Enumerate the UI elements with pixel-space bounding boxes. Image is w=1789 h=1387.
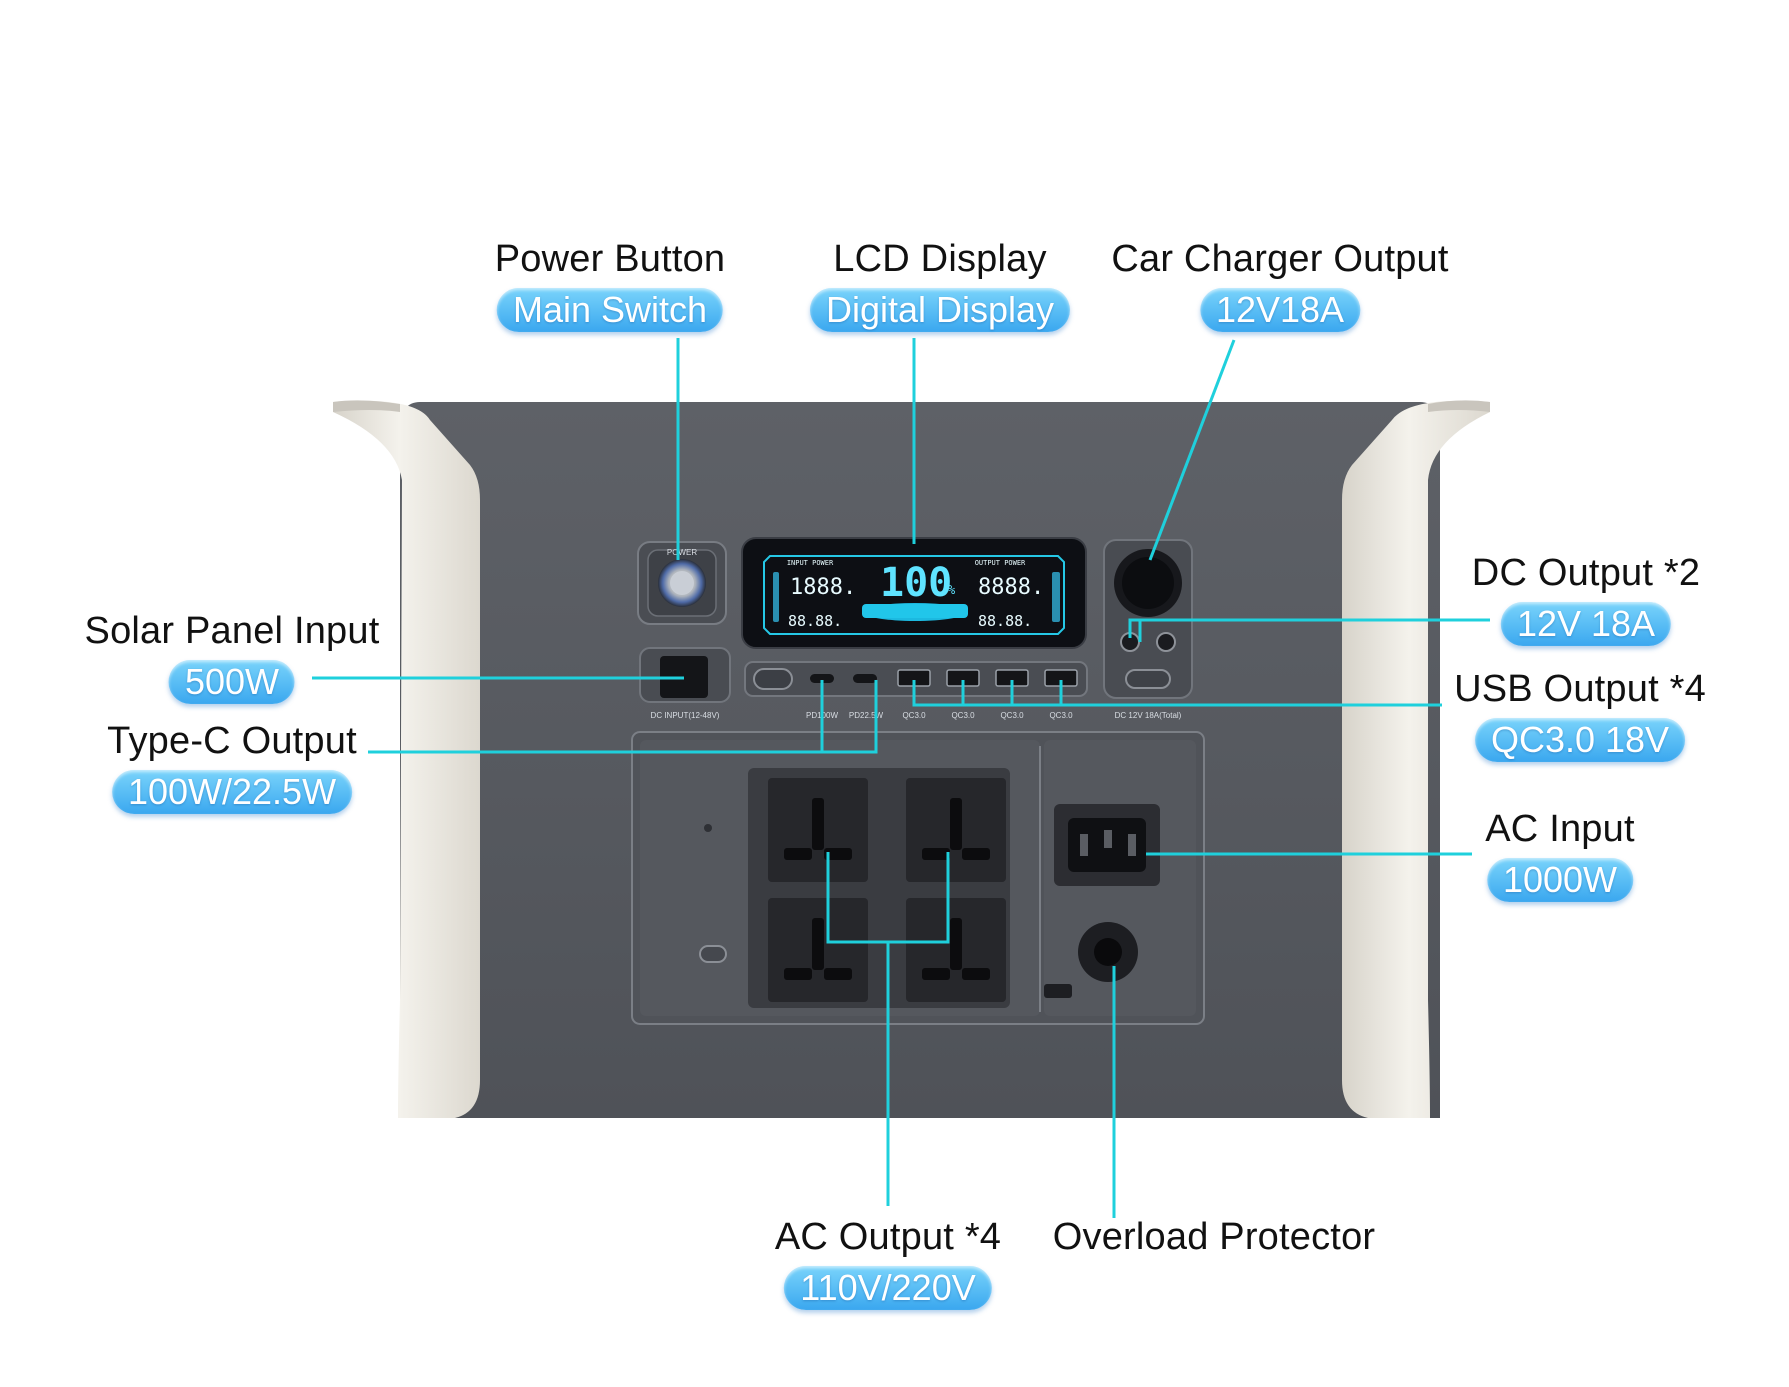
callout-usb-output: USB Output *4 QC3.0 18V bbox=[1454, 666, 1706, 762]
callout-solar-input: Solar Panel Input 500W bbox=[85, 608, 380, 704]
solar-input-spec: 500W bbox=[168, 660, 296, 704]
callout-ac-input: AC Input 1000W bbox=[1485, 806, 1635, 902]
ac-input-title: AC Input bbox=[1485, 808, 1635, 850]
leader-dc-output-2 bbox=[1128, 618, 1140, 638]
leader-usb bbox=[912, 680, 1442, 707]
callout-lcd-display: LCD Display Digital Display bbox=[809, 236, 1071, 332]
lcd-output-label: OUTPUT POWER bbox=[975, 559, 1026, 567]
type-c-port-2 bbox=[853, 674, 877, 683]
callout-ac-output: AC Output *4 110V/220V bbox=[775, 1214, 1001, 1310]
solar-input-title: Solar Panel Input bbox=[84, 610, 380, 652]
qc-label-1: QC3.0 bbox=[902, 711, 926, 720]
callout-car-charger: Car Charger Output 12V18A bbox=[1111, 236, 1448, 332]
type-c-port-1 bbox=[810, 674, 834, 683]
lcd-display-title: LCD Display bbox=[833, 238, 1047, 280]
leader-type-c bbox=[368, 680, 878, 754]
ac-input-spec: 1000W bbox=[1486, 858, 1634, 902]
dc-output-spec: 12V 18A bbox=[1500, 602, 1672, 646]
ac-output-title: AC Output *4 bbox=[774, 1216, 1002, 1258]
leader-ac-output bbox=[826, 852, 890, 1206]
leader-lines bbox=[312, 338, 1490, 1218]
qc-label-4: QC3.0 bbox=[1049, 711, 1073, 720]
lcd-screen: INPUT POWER OUTPUT POWER 1888. 8888. 100… bbox=[741, 537, 1087, 649]
overload-title: Overload Protector bbox=[1052, 1216, 1376, 1258]
car-charger-title: Car Charger Output bbox=[1111, 238, 1449, 280]
lcd-percent-sign: % bbox=[948, 583, 956, 597]
ac-input-port bbox=[1054, 804, 1160, 886]
dc-output-title: DC Output *2 bbox=[1471, 552, 1701, 594]
car-charger-spec: 12V18A bbox=[1199, 288, 1361, 332]
right-handle bbox=[1342, 400, 1490, 1118]
power-button-spec: Main Switch bbox=[496, 288, 724, 332]
ac-output-spec: 110V/220V bbox=[784, 1266, 992, 1310]
power-button-title: Power Button bbox=[494, 238, 726, 280]
overload-protector bbox=[1044, 922, 1138, 998]
lcd-input-watts: 1888. bbox=[790, 575, 856, 600]
leader-car-charger bbox=[1148, 339, 1236, 561]
callout-power-button: Power Button Main Switch bbox=[495, 236, 726, 332]
callout-type-c: Type-C Output 100W/22.5W bbox=[107, 718, 357, 814]
type-c-title: Type-C Output bbox=[107, 720, 357, 762]
qc-label-3: QC3.0 bbox=[1000, 711, 1024, 720]
usb-output-spec: QC3.0 18V bbox=[1474, 718, 1686, 762]
lcd-input-time: 88.88. bbox=[788, 612, 842, 630]
callout-overload: Overload Protector bbox=[1053, 1214, 1376, 1260]
lcd-battery-percent: 100 bbox=[880, 560, 952, 606]
lcd-output-time: 88.88. bbox=[978, 612, 1032, 630]
lcd-display-spec: Digital Display bbox=[809, 288, 1071, 332]
lcd-input-label: INPUT POWER bbox=[787, 559, 834, 567]
power-button[interactable]: POWER bbox=[637, 541, 727, 625]
dc-input-label: DC INPUT(12-48V) bbox=[651, 711, 720, 720]
solar-input-port: DC INPUT(12-48V) bbox=[639, 647, 731, 720]
left-handle bbox=[333, 400, 480, 1118]
dc-out-label: DC 12V 18A(Total) bbox=[1115, 711, 1182, 720]
power-label: POWER bbox=[667, 548, 697, 557]
type-c-spec: 100W/22.5W bbox=[111, 770, 353, 814]
pd22-label: PD22.5W bbox=[849, 711, 884, 720]
callout-dc-output: DC Output *2 12V 18A bbox=[1472, 550, 1700, 646]
ac-outlets bbox=[768, 778, 1006, 1002]
usb-output-title: USB Output *4 bbox=[1454, 668, 1706, 710]
qc-label-2: QC3.0 bbox=[951, 711, 975, 720]
port-strip: PD100W PD22.5W QC3.0 QC3.0 QC3.0 QC3.0 D… bbox=[744, 661, 1182, 720]
lcd-output-watts: 8888. bbox=[978, 575, 1044, 600]
